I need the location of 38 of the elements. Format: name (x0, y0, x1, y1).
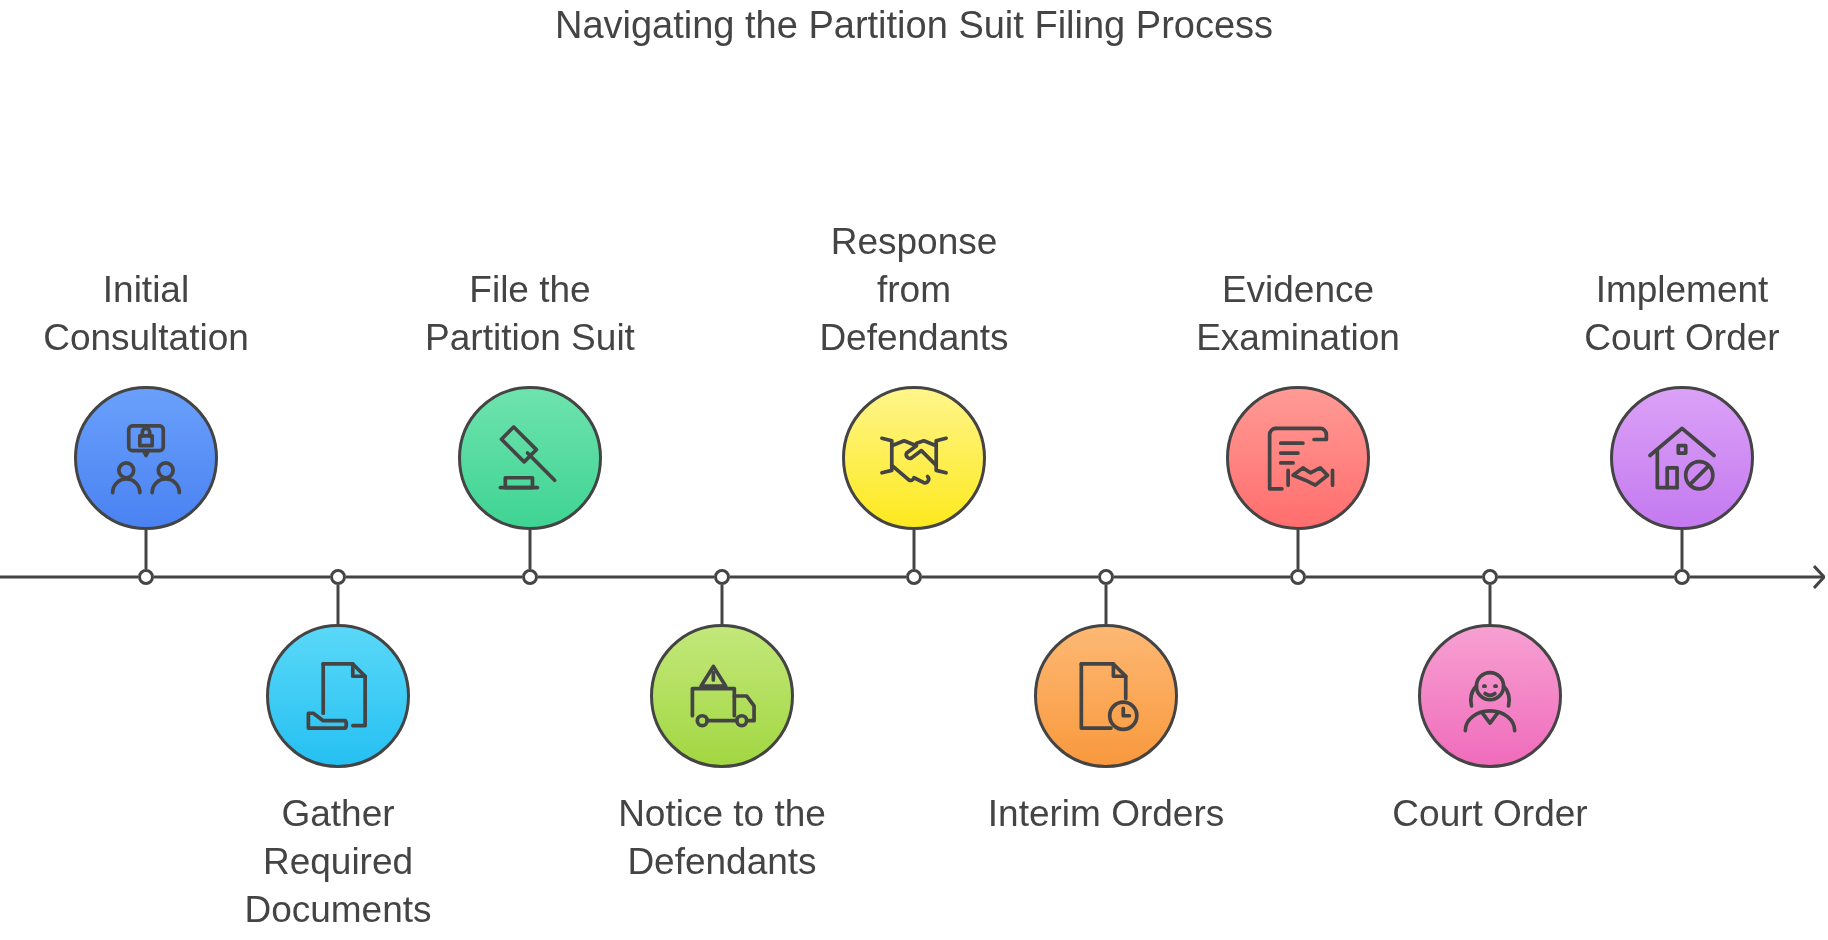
timeline-dot (1674, 569, 1690, 585)
timeline-dot (330, 569, 346, 585)
timeline-dot (522, 569, 538, 585)
timeline-line (730, 575, 906, 579)
connector-stem (720, 585, 724, 624)
timeline-dot (138, 569, 154, 585)
timeline-dot (1290, 569, 1306, 585)
timeline-line (154, 575, 330, 579)
timeline-dot (906, 569, 922, 585)
timeline-dot (1482, 569, 1498, 585)
step-label: File the Partition Suit (424, 268, 636, 360)
connector-stem (1680, 530, 1684, 569)
timeline-line (1690, 564, 1826, 590)
timeline-line (346, 575, 522, 579)
timeline-dot (1098, 569, 1114, 585)
timeline-line (1498, 575, 1674, 579)
timeline-line (922, 575, 1098, 579)
connector-stem (336, 585, 340, 624)
connector-stem (1296, 530, 1300, 569)
step-label: Notice to the Defendants (617, 792, 827, 884)
step-label: Interim Orders (986, 792, 1226, 836)
connector-stem (528, 530, 532, 569)
step-label: Evidence Examination (1195, 268, 1401, 360)
timeline-line (1114, 575, 1290, 579)
step-label: Court Order (1391, 792, 1589, 836)
timeline-line (0, 575, 138, 579)
step-label: Implement Court Order (1583, 268, 1781, 360)
diagram-title: Navigating the Partition Suit Filing Process (553, 4, 1275, 47)
step-label: Response from Defendants (818, 220, 1010, 360)
connector-stem (1488, 585, 1492, 624)
connector-stem (1104, 585, 1108, 624)
step-label: Initial Consultation (42, 268, 250, 360)
timeline-dot (714, 569, 730, 585)
step-label: Gather Required Documents (243, 792, 433, 932)
timeline-line (1306, 575, 1482, 579)
connector-stem (144, 530, 148, 569)
connector-stem (912, 530, 916, 569)
timeline-line (538, 575, 714, 579)
